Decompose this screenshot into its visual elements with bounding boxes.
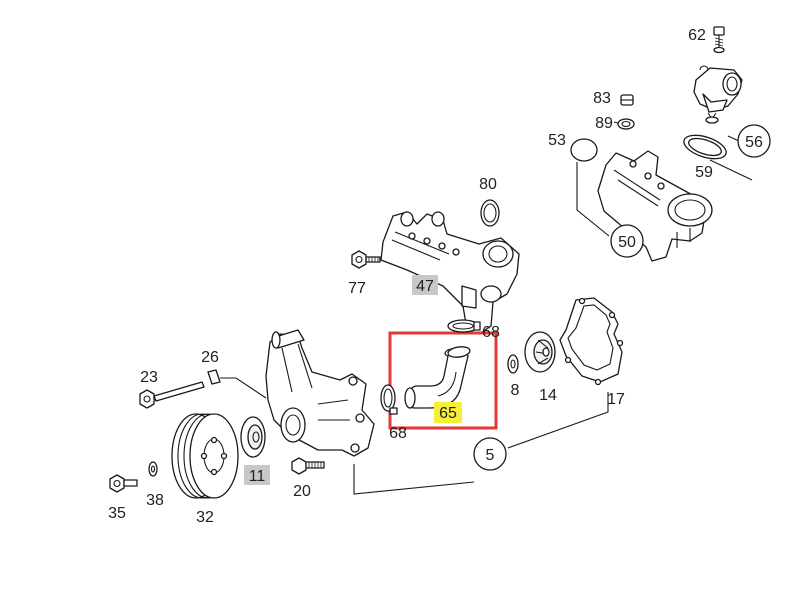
- plug-83[interactable]: [620, 94, 634, 106]
- washer-38[interactable]: [148, 461, 158, 477]
- leader-5-left: [353, 464, 475, 495]
- label-14[interactable]: 14: [539, 387, 557, 404]
- leader-26: [220, 377, 267, 399]
- cap-53[interactable]: [570, 138, 598, 162]
- bolt-77[interactable]: [351, 250, 381, 269]
- label-23[interactable]: 23: [140, 369, 158, 386]
- label-50: 50: [618, 234, 636, 251]
- label-20[interactable]: 20: [293, 483, 311, 500]
- label-68-left[interactable]: 68: [389, 425, 407, 442]
- tag-bg-65: [434, 402, 462, 423]
- thermostat-housing-cover[interactable]: [693, 65, 743, 124]
- thermostat-housing-47[interactable]: [380, 211, 520, 335]
- clip-26[interactable]: [207, 369, 221, 385]
- label-62[interactable]: 62: [688, 27, 706, 44]
- label-11[interactable]: 11: [249, 468, 266, 485]
- seal-ring-89[interactable]: [617, 118, 635, 130]
- callout-circle-5[interactable]: 5: [473, 437, 507, 471]
- label-83[interactable]: 83: [593, 90, 611, 107]
- label-35[interactable]: 35: [108, 505, 126, 522]
- label-80[interactable]: 80: [479, 176, 497, 193]
- label-68-top[interactable]: 68: [482, 324, 500, 341]
- label-38[interactable]: 38: [146, 492, 164, 509]
- callout-circle-50[interactable]: 50: [610, 224, 644, 258]
- hose-clamp-68-left[interactable]: [380, 384, 398, 415]
- leader-53: [576, 162, 610, 237]
- bolt-35[interactable]: [109, 474, 138, 493]
- tag-bg-47: [412, 275, 438, 295]
- bolt-20[interactable]: [291, 457, 325, 475]
- water-pump-5[interactable]: [265, 329, 375, 457]
- leader-5-right: [507, 392, 609, 449]
- label-5: 5: [486, 447, 495, 464]
- seal-ring-8[interactable]: [507, 354, 519, 374]
- gasket-ring-80[interactable]: [480, 199, 500, 227]
- label-89[interactable]: 89: [595, 115, 613, 132]
- label-65[interactable]: 65: [439, 405, 457, 422]
- label-56: 56: [745, 134, 763, 151]
- bolt-23[interactable]: [139, 381, 205, 409]
- gasket-ring-59[interactable]: [681, 131, 729, 164]
- impeller-14[interactable]: [524, 331, 556, 373]
- label-8[interactable]: 8: [511, 382, 520, 399]
- hose-clamp-68-top[interactable]: [447, 319, 481, 333]
- label-47[interactable]: 47: [416, 278, 434, 295]
- leader-89: [613, 121, 619, 124]
- highlight-box-65[interactable]: [388, 331, 498, 430]
- label-53[interactable]: 53: [548, 132, 566, 149]
- gasket-17[interactable]: [559, 297, 624, 386]
- label-77[interactable]: 77: [348, 280, 366, 297]
- hub-11[interactable]: [240, 416, 266, 458]
- callout-circle-56[interactable]: 56: [737, 124, 771, 158]
- coolant-hose-65[interactable]: [404, 346, 471, 409]
- screw-62[interactable]: [713, 26, 725, 54]
- label-32[interactable]: 32: [196, 509, 214, 526]
- pulley-32[interactable]: [171, 413, 239, 499]
- label-59[interactable]: 59: [695, 164, 713, 181]
- label-17[interactable]: 17: [607, 391, 625, 408]
- label-26[interactable]: 26: [201, 349, 219, 366]
- tag-bg-11: [244, 465, 270, 485]
